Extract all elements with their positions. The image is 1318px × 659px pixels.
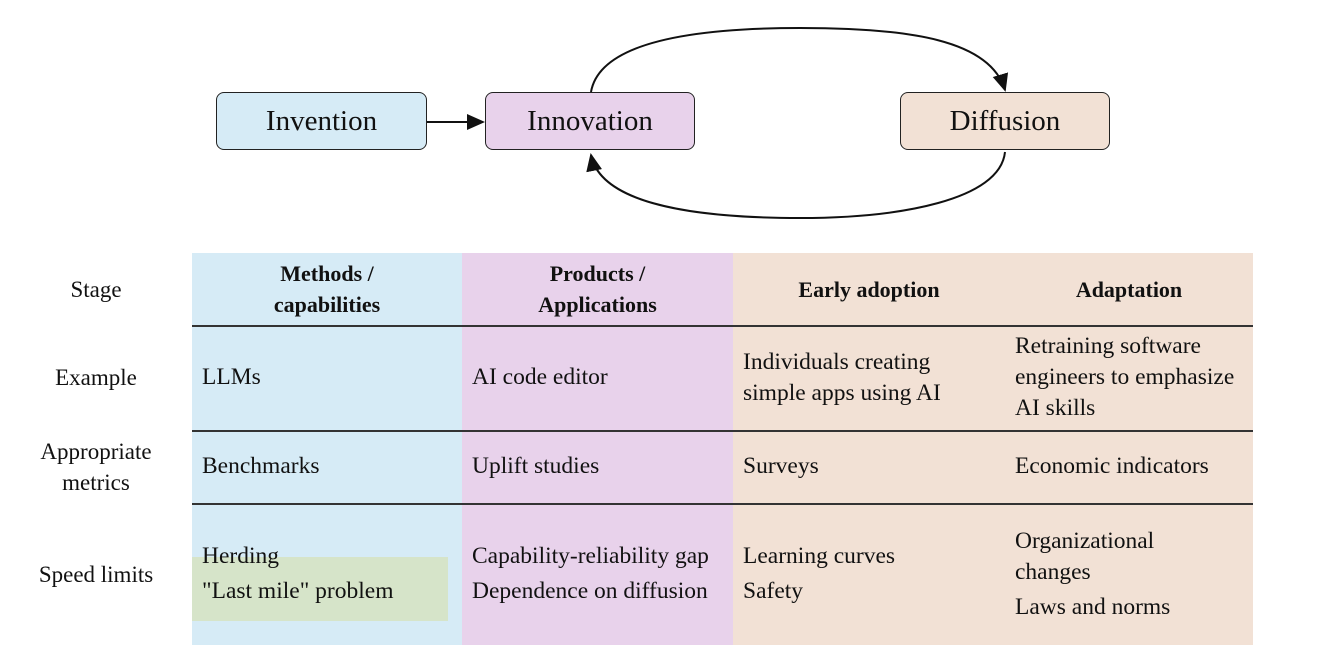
arrow-innovation-diffusion <box>590 26 1009 93</box>
speed-limit-item: "Last mile" problem <box>202 578 394 604</box>
speed-limit-item: Learning curves <box>743 543 896 569</box>
speed-limit-item: Organizational changes <box>1015 527 1155 585</box>
cell-example: LLMs <box>202 364 261 390</box>
node-innovation: Innovation <box>485 92 695 150</box>
header-methods: Methods / capabilities <box>273 261 381 317</box>
cell-metric: Uplift studies <box>472 453 600 479</box>
cell-speed-limits: Organizational changes Laws and norms <box>1005 503 1235 645</box>
col-bg-products <box>462 253 733 645</box>
node-diffusion: Diffusion <box>900 92 1110 150</box>
cell-metric: Surveys <box>743 453 819 479</box>
cell-metric: Benchmarks <box>202 453 320 479</box>
node-invention: Invention <box>216 92 427 150</box>
cell-example: Individuals creating simple apps using A… <box>743 348 941 406</box>
col-bg-diffusion <box>733 253 1253 645</box>
speed-limit-item: Safety <box>743 578 804 604</box>
cell-speed-limits: Herding "Last mile" problem <box>192 503 462 645</box>
cell-speed-limits: Capability-reliability gap Dependence on… <box>462 503 722 645</box>
row-label-metrics: Appropriate metrics <box>40 438 152 495</box>
last-mile-highlight <box>192 557 448 621</box>
row-label-speed-limits: Speed limits <box>38 561 154 587</box>
header-adaptation: Adaptation <box>1075 276 1183 302</box>
header-products: Products / Applications <box>538 261 657 317</box>
divider <box>192 503 1253 505</box>
cell-example: Retraining software engineers to emphasi… <box>1015 333 1235 421</box>
speed-limit-item: Laws and norms <box>1015 593 1171 620</box>
speed-limit-item: Capability-reliability gap <box>472 543 709 569</box>
flow-arrows <box>427 26 1009 220</box>
row-label-stage: Stage <box>70 276 122 302</box>
row-label-example: Example <box>55 365 137 390</box>
cell-example: AI code editor <box>472 364 608 390</box>
cell-speed-limits: Learning curves Safety <box>733 503 1005 645</box>
speed-limit-item: Dependence on diffusion <box>472 578 708 604</box>
divider <box>192 325 1253 327</box>
header-early-adoption: Early adoption <box>798 276 940 302</box>
arrow-diffusion-innovation <box>586 151 1006 220</box>
cell-metric: Economic indicators <box>1015 453 1209 479</box>
speed-limit-item: Herding <box>202 543 280 569</box>
divider <box>192 430 1253 432</box>
